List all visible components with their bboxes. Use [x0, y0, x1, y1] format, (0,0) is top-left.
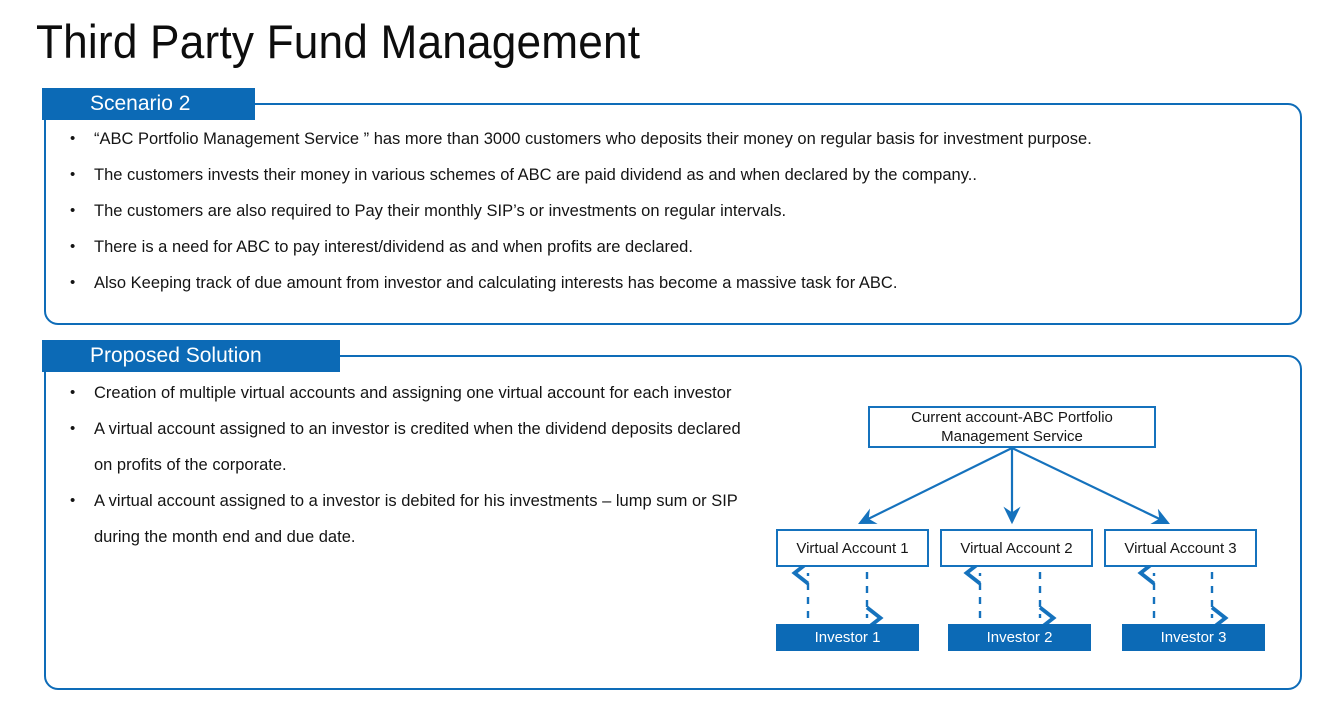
list-item: Creation of multiple virtual accounts an…: [44, 375, 744, 411]
proposed-solution-badge: Proposed Solution: [42, 340, 340, 372]
list-item: The customers are also required to Pay t…: [44, 193, 1264, 229]
list-item: There is a need for ABC to pay interest/…: [44, 229, 1264, 265]
list-item: “ABC Portfolio Management Service ” has …: [44, 121, 1264, 157]
diagram-connectors: [760, 447, 1290, 665]
node-virtual-account-3: Virtual Account 3: [1104, 529, 1257, 567]
list-item: A virtual account assigned to an investo…: [44, 411, 744, 483]
node-investor-2: Investor 2: [948, 624, 1091, 651]
node-virtual-account-2: Virtual Account 2: [940, 529, 1093, 567]
solution-bullet-list: Creation of multiple virtual accounts an…: [44, 375, 744, 555]
scenario-badge: Scenario 2: [42, 88, 255, 120]
list-item: The customers invests their money in var…: [44, 157, 1264, 193]
node-investor-1: Investor 1: [776, 624, 919, 651]
list-item: A virtual account assigned to a investor…: [44, 483, 744, 555]
list-item: Also Keeping track of due amount from in…: [44, 265, 1264, 301]
node-investor-3: Investor 3: [1122, 624, 1265, 651]
virtual-account-diagram: Current account-ABC Portfolio Management…: [760, 390, 1290, 665]
node-virtual-account-1: Virtual Account 1: [776, 529, 929, 567]
scenario-bullet-list: “ABC Portfolio Management Service ” has …: [44, 121, 1264, 301]
node-current-account: Current account-ABC Portfolio Management…: [868, 406, 1156, 448]
page-title: Third Party Fund Management: [36, 15, 641, 68]
